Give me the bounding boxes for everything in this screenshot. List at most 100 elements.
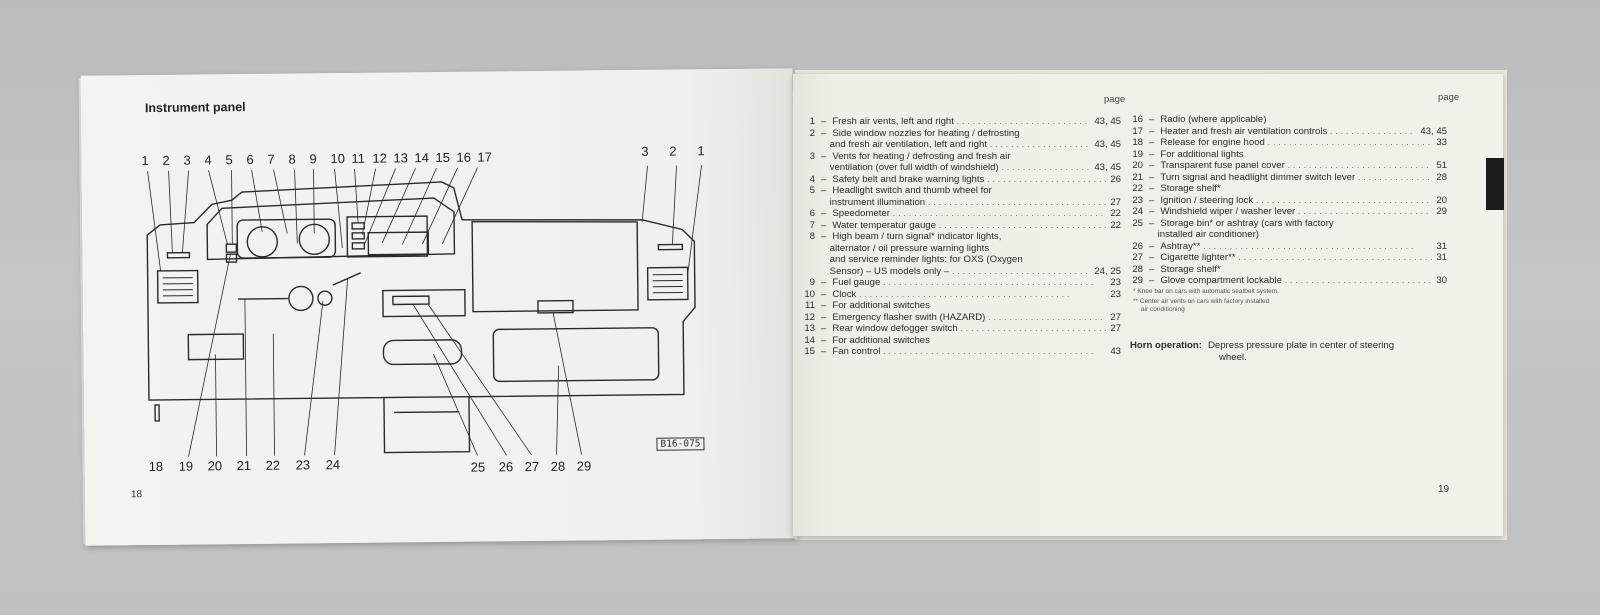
legend-entry: 9–Fuel gauge . . . . . . . . . . . . . .… xyxy=(801,277,1121,289)
legend-entry: and fresh air ventilation, left and righ… xyxy=(801,139,1121,151)
legend-entry-number: 16 xyxy=(1132,114,1143,125)
legend-dash xyxy=(821,254,824,266)
legend-dash: – xyxy=(821,323,827,334)
legend-dash: – xyxy=(1149,217,1155,229)
legend-entry: 4–Safety belt and brake warning lights .… xyxy=(801,174,1121,186)
legend-entry: instrument illumination . . . . . . . . … xyxy=(801,197,1121,209)
callout: 28 xyxy=(550,458,566,474)
legend-entry-text: and service reminder lights: for OXS (Ox… xyxy=(829,254,1023,265)
legend-entry-text: Speedometer . . . . . . . . . . . . . . … xyxy=(832,208,1104,219)
right-page: page page 1–Fresh air vents, left and ri… xyxy=(793,74,1503,536)
legend-dash: – xyxy=(1149,206,1155,217)
legend-entry-number: 20 xyxy=(1132,160,1143,171)
callout: 3 xyxy=(641,143,649,159)
footnote-2b: air conditioning xyxy=(1141,306,1185,313)
legend-dash xyxy=(821,162,824,174)
legend-entry-text: Storage shelf* xyxy=(1160,263,1221,275)
legend-entry-text: Water temperatur gauge . . . . . . . . .… xyxy=(832,219,1107,231)
legend-entry-text: Glove compartment lockable . . . . . . .… xyxy=(1160,275,1432,286)
legend-entry-text: Headlight switch and thumb wheel for xyxy=(832,185,992,196)
section-tab-marker xyxy=(1486,158,1504,210)
legend-entry: 11–For additional switches xyxy=(801,300,1121,312)
legend-entry-text: ventilation (over full width of windshie… xyxy=(829,162,1091,173)
legend-entry-text: Heater and fresh air ventilation control… xyxy=(1160,125,1416,137)
legend-entry: 10–Clock . . . . . . . . . . . . . . . .… xyxy=(801,289,1121,301)
legend-entry: 25–Storage bin* or ashtray (cars with fa… xyxy=(1129,218,1447,230)
legend-list-left: 1 – Fresh air vents, left and right . . . … xyxy=(801,116,1121,358)
legend-dash: – xyxy=(1149,240,1155,252)
diagram-code: B16-075 xyxy=(656,437,705,451)
legend-entry-text: Sensor) – US models only – . . . . . . .… xyxy=(829,265,1091,277)
footnotes: * Knee bar on cars with automatic seatbe… xyxy=(1133,288,1279,314)
callout: 23 xyxy=(295,457,311,473)
callout: 26 xyxy=(498,459,514,475)
legend-entry: and service reminder lights: for OXS (Ox… xyxy=(801,254,1121,266)
legend-entry: 24–Windshield wiper / washer lever . . .… xyxy=(1129,206,1447,218)
legend-entry: 17–Heater and fresh air ventilation cont… xyxy=(1129,126,1447,138)
legend-entry-text: Storage shelf* xyxy=(1160,183,1221,194)
legend-entry: 21–Turn signal and headlight dimmer swit… xyxy=(1129,172,1447,184)
legend-entry-number: 3 xyxy=(809,150,815,162)
legend-entry-page: 24, 25 xyxy=(1094,265,1121,277)
legend-entry-number: 29 xyxy=(1132,275,1143,286)
legend-entry-page: 23 xyxy=(1110,277,1121,288)
callout: 19 xyxy=(178,458,194,474)
legend-entry: 7–Water temperatur gauge . . . . . . . .… xyxy=(801,220,1121,232)
legend-dash: – xyxy=(821,208,827,219)
legend-entry-page: 43, 45 xyxy=(1094,116,1121,127)
legend-entry-number: 1 xyxy=(809,116,815,127)
legend-entry: 18–Release for engine hood . . . . . . .… xyxy=(1129,137,1447,149)
legend-dash: – xyxy=(821,219,827,231)
legend-entry-text: installed air conditioner) xyxy=(1157,229,1259,240)
legend-entry-text: Cigarette lighter** . . . . . . . . . . … xyxy=(1160,252,1433,263)
legend-entry-page: 43, 45 xyxy=(1420,125,1447,137)
legend-entry-number: 26 xyxy=(1132,240,1143,252)
legend-entry-text: For additional switches xyxy=(832,334,930,346)
legend-entry: 1–Fresh air vents, left and right . . . … xyxy=(801,116,1121,128)
legend-entry-page: 26 xyxy=(1110,173,1121,185)
legend-entry: ventilation (over full width of windshie… xyxy=(801,162,1121,174)
callout: 7 xyxy=(267,151,275,167)
legend-dash xyxy=(821,266,824,278)
legend-entry-text: Transparent fuse panel cover . . . . . .… xyxy=(1160,160,1432,171)
legend-dash xyxy=(821,139,824,151)
callout: 15 xyxy=(435,149,450,166)
callout: 2 xyxy=(162,152,170,168)
legend-entry: 26–Ashtray** . . . . . . . . . . . . . .… xyxy=(1129,241,1447,253)
callout: 10 xyxy=(330,150,345,167)
callout: 18 xyxy=(148,458,164,475)
legend-entry: 20–Transparent fuse panel cover . . . . … xyxy=(1129,160,1447,172)
callout: 8 xyxy=(288,151,296,167)
left-page: Instrument panel xyxy=(80,68,798,546)
legend-dash: – xyxy=(821,150,827,162)
legend-entry-page: 43, 45 xyxy=(1094,162,1121,173)
legend-entry-number: 24 xyxy=(1132,206,1143,217)
legend-entry-number: 23 xyxy=(1132,194,1143,206)
legend-entry-number: 28 xyxy=(1132,263,1143,275)
legend-entry: 3–Vents for heating / defrosting and fre… xyxy=(801,151,1121,163)
legend-entry-text: Vents for heating / defrosting and fresh… xyxy=(832,150,1011,162)
legend-entry-text: For additional switches xyxy=(832,300,930,311)
legend-entry-number: 5 xyxy=(809,185,815,196)
legend-entry-text: Fresh air vents, left and right . . . . … xyxy=(832,116,1090,127)
legend-entry-number: 8 xyxy=(809,231,815,242)
legend-entry-text: For additional lights xyxy=(1160,148,1244,160)
legend-dash: – xyxy=(1149,252,1155,263)
legend-entry-text: Clock . . . . . . . . . . . . . . . . . … xyxy=(832,288,1070,300)
legend-dash: – xyxy=(821,346,827,357)
legend-entry-number: 9 xyxy=(809,277,815,288)
legend-entry-page: 43 xyxy=(1110,346,1121,357)
legend-entry-text: Release for engine hood . . . . . . . . … xyxy=(1160,137,1432,148)
legend-entry: 5–Headlight switch and thumb wheel for xyxy=(801,185,1121,197)
legend-dash xyxy=(821,197,824,209)
legend-entry-number: 22 xyxy=(1132,183,1143,194)
legend-dash xyxy=(821,243,824,255)
legend-entry-text: Turn signal and headlight dimmer switch … xyxy=(1160,171,1432,183)
legend-dash: – xyxy=(821,288,827,300)
legend-entry: 16–Radio (where applicable) xyxy=(1129,114,1447,126)
callout: 2 xyxy=(669,143,677,159)
instrument-panel-diagram xyxy=(146,165,702,457)
legend-entry-text: Emergency flasher swith (HAZARD) . . . .… xyxy=(832,311,1106,323)
